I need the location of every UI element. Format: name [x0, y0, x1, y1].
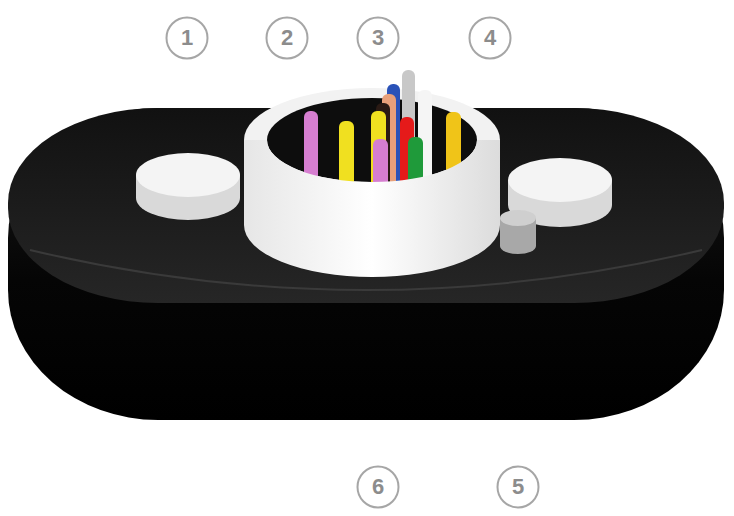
callout-circle: 2 — [265, 16, 309, 60]
callout-circle: 1 — [165, 16, 209, 60]
callout-circle: 3 — [356, 16, 400, 60]
knob — [500, 210, 536, 254]
callout-circle: 5 — [496, 465, 540, 509]
callout-number: 5 — [512, 476, 524, 498]
callout-circle: 6 — [356, 465, 400, 509]
callout-circle: 4 — [468, 16, 512, 60]
callout-number: 2 — [281, 27, 293, 49]
callout-number: 4 — [484, 27, 496, 49]
callout-number: 3 — [372, 27, 384, 49]
callout-number: 1 — [181, 27, 193, 49]
ring-wall — [244, 140, 500, 277]
left-disc — [136, 153, 240, 220]
callout-number: 6 — [372, 476, 384, 498]
